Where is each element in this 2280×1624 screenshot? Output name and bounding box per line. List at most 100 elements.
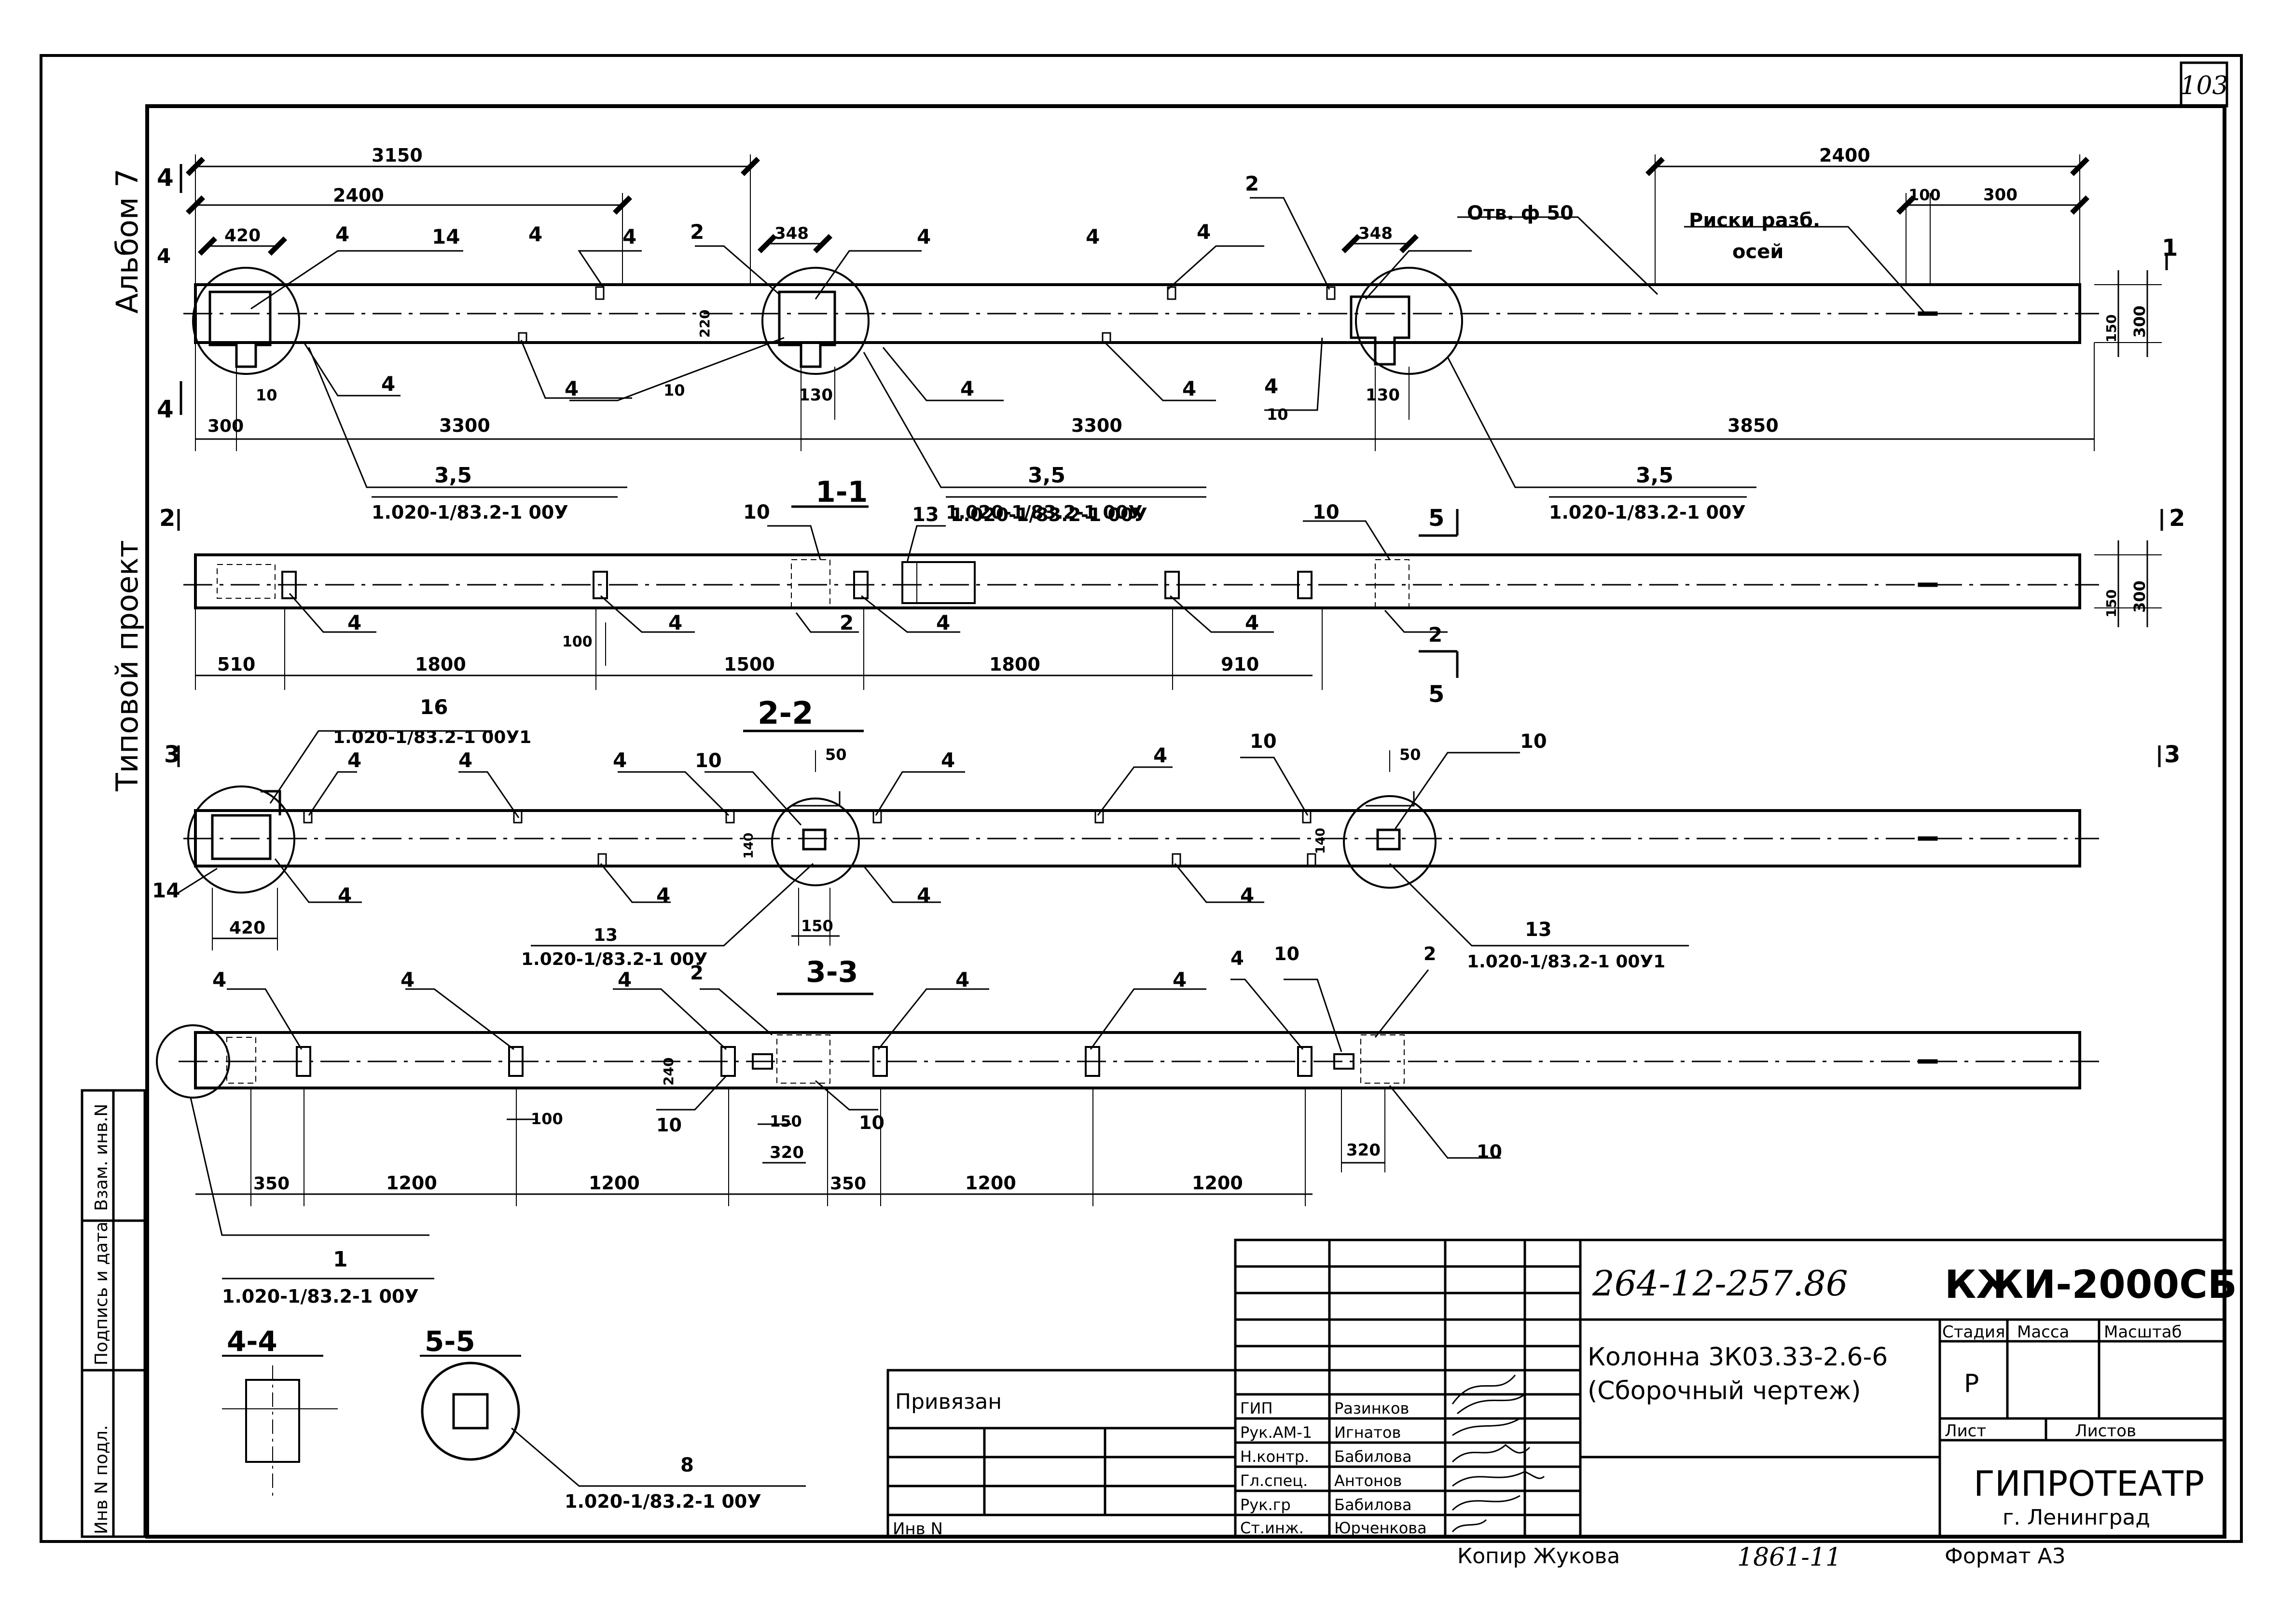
svg-text:Ст.инж.: Ст.инж. <box>1240 1519 1304 1537</box>
insert <box>720 1046 736 1077</box>
svg-text:4: 4 <box>381 372 395 396</box>
svg-text:Н.контр.: Н.контр. <box>1240 1447 1309 1466</box>
svg-text:3300: 3300 <box>1071 415 1122 436</box>
album-label: Альбом 7 <box>110 168 145 314</box>
svg-text:910: 910 <box>1221 654 1259 675</box>
svg-text:Масштаб: Масштаб <box>2104 1322 2182 1342</box>
svg-text:348: 348 <box>774 224 809 243</box>
svg-text:4: 4 <box>618 968 632 991</box>
svg-text:300: 300 <box>1983 185 2017 205</box>
svg-text:3300: 3300 <box>439 415 490 436</box>
svg-text:10: 10 <box>859 1112 884 1133</box>
copy-note: Копир Жукова <box>1457 1544 1620 1569</box>
svg-text:3150: 3150 <box>372 145 423 166</box>
svg-text:10: 10 <box>1313 501 1340 523</box>
svg-text:1800: 1800 <box>415 654 466 675</box>
svg-text:1.020-1/83.2-1 00У: 1.020-1/83.2-1 00У <box>372 502 568 523</box>
page-number: 103 <box>2180 71 2228 100</box>
svg-text:1.020-1/83.2-1 00У: 1.020-1/83.2-1 00У <box>1549 502 1746 523</box>
svg-text:Гл.спец.: Гл.спец. <box>1240 1472 1308 1490</box>
svg-text:4: 4 <box>157 395 174 423</box>
insert <box>1094 810 1104 824</box>
svg-text:220: 220 <box>697 310 713 338</box>
svg-text:14: 14 <box>152 879 180 902</box>
svg-text:Листов: Листов <box>2075 1421 2136 1441</box>
binding-block <box>886 1369 1237 1538</box>
svg-text:320: 320 <box>770 1143 804 1162</box>
svg-text:Бабилова: Бабилова <box>1334 1496 1412 1514</box>
svg-text:10: 10 <box>256 386 277 404</box>
axis-mark <box>1918 836 1938 841</box>
svg-text:4: 4 <box>157 244 171 268</box>
svg-text:4: 4 <box>955 968 969 991</box>
svg-text:4: 4 <box>458 748 472 772</box>
axis-mark <box>1918 1059 1938 1064</box>
svg-text:150: 150 <box>770 1112 802 1130</box>
svg-text:100: 100 <box>531 1110 563 1128</box>
svg-text:Лист: Лист <box>1945 1421 1986 1441</box>
svg-text:3,5: 3,5 <box>434 463 472 488</box>
svg-text:4: 4 <box>1230 948 1244 970</box>
svg-text:4: 4 <box>338 883 352 907</box>
detail-circle-1 <box>192 267 300 375</box>
insert <box>872 810 882 824</box>
format-note: Формат А3 <box>1945 1544 2066 1569</box>
svg-text:Рук.гр: Рук.гр <box>1240 1496 1291 1514</box>
detail-circle-6 <box>1343 795 1437 889</box>
insert <box>1167 286 1176 300</box>
svg-text:1.020-1/83.2-1 00У: 1.020-1/83.2-1 00У <box>951 504 1147 525</box>
svg-text:320: 320 <box>1346 1141 1381 1160</box>
svg-text:350: 350 <box>830 1174 866 1194</box>
svg-text:4: 4 <box>668 611 682 634</box>
insert <box>1307 853 1316 867</box>
title-line-2: (Сборочный чертеж) <box>1588 1376 1861 1405</box>
left-stamp <box>81 1089 146 1538</box>
view-4 <box>156 969 2099 1236</box>
svg-text:Бабилова: Бабилова <box>1334 1447 1412 1466</box>
svg-text:420: 420 <box>224 226 261 246</box>
insert <box>281 571 297 599</box>
svg-text:1.020-1/83.2-1 00У1: 1.020-1/83.2-1 00У1 <box>333 728 531 747</box>
svg-text:2: 2 <box>840 611 854 634</box>
svg-text:4: 4 <box>528 222 542 246</box>
insert <box>725 810 735 824</box>
svg-text:1200: 1200 <box>965 1172 1016 1194</box>
svg-text:4: 4 <box>613 748 627 772</box>
svg-text:5: 5 <box>1428 505 1444 532</box>
axis-mark <box>1918 582 1938 587</box>
svg-text:13: 13 <box>1525 919 1552 941</box>
organization: ГИПРОТЕАТР <box>1974 1463 2204 1504</box>
svg-text:2: 2 <box>690 220 704 244</box>
insert <box>1297 1046 1313 1077</box>
section-title-4-4: 4-4 <box>227 1325 277 1358</box>
view-2 <box>177 505 2163 690</box>
svg-text:13: 13 <box>594 925 618 945</box>
svg-text:150: 150 <box>2103 315 2119 343</box>
svg-text:1200: 1200 <box>589 1172 640 1194</box>
hole-note: Отв. ф 50 <box>1467 202 1574 224</box>
svg-text:1.020-1/83.2-1 00У: 1.020-1/83.2-1 00У <box>521 950 707 969</box>
svg-text:1.020-1/83.2-1 00У: 1.020-1/83.2-1 00У <box>222 1286 419 1307</box>
svg-text:2: 2 <box>690 962 704 984</box>
view-4-labels: 3-3 4 4 4 2 4 4 4 10 2 10 10 10 100 240 … <box>212 943 1502 1307</box>
svg-text:10: 10 <box>1520 730 1547 753</box>
svg-text:10: 10 <box>663 381 685 399</box>
svg-text:3850: 3850 <box>1727 415 1779 436</box>
svg-text:4: 4 <box>936 611 950 634</box>
insert <box>508 1046 524 1077</box>
svg-text:13: 13 <box>912 504 939 526</box>
svg-text:510: 510 <box>217 654 255 675</box>
section-5-5 <box>420 1355 806 1487</box>
svg-text:4: 4 <box>1182 377 1196 400</box>
section-title-5-5: 5-5 <box>425 1325 475 1358</box>
svg-text:10: 10 <box>743 501 770 523</box>
svg-text:10: 10 <box>656 1115 682 1136</box>
svg-text:420: 420 <box>229 918 265 938</box>
svg-text:300: 300 <box>2130 305 2149 338</box>
svg-text:10: 10 <box>695 750 722 772</box>
insert <box>1102 332 1111 344</box>
axis-note: осей <box>1732 241 1783 263</box>
svg-text:2: 2 <box>1245 172 1259 195</box>
svg-text:10: 10 <box>1250 730 1277 753</box>
